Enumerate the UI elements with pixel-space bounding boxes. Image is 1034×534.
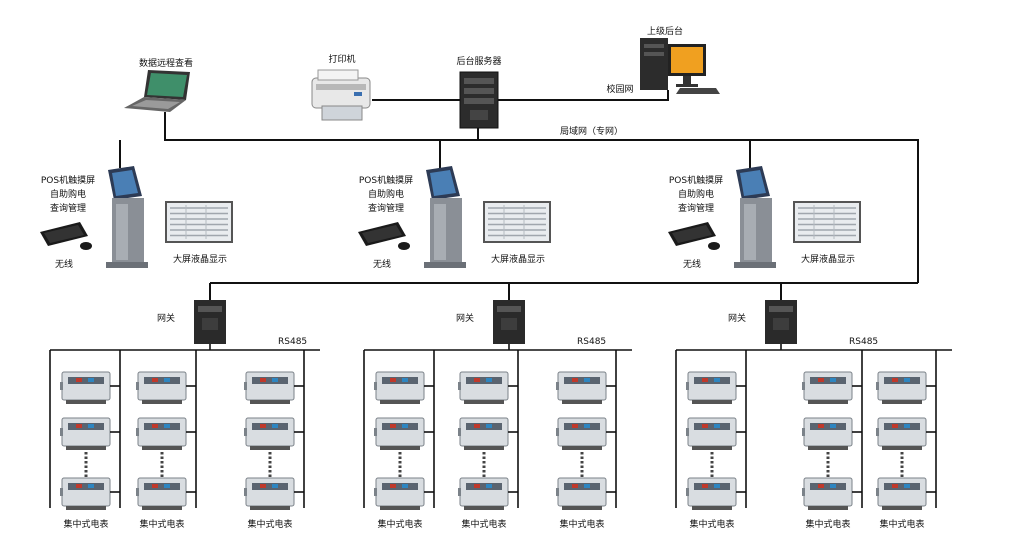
label-wireless: 无线 [55,258,73,270]
label-lcd: 大屏液晶显示 [173,253,227,265]
label-pos-line: 查询管理 [368,202,404,214]
electric-meter-icon [686,477,737,510]
gateway-icon [194,300,226,344]
label-pos-line: 自助购电 [50,188,86,200]
electric-meter-icon [458,477,509,510]
mouse-icon [708,242,720,250]
label-meter: 集中式电表 [559,518,604,530]
electric-meter-icon [686,417,737,450]
pos-kiosk-icon [734,166,776,268]
electric-meter-icon [374,371,425,404]
label-meter: 集中式电表 [879,518,924,530]
label-pos-line: POS机触摸屏 [359,174,413,186]
wireless-keyboard-icon [40,222,88,246]
electric-meter-icon [686,371,737,404]
lcd-display-icon [483,201,551,243]
label-meter: 集中式电表 [805,518,850,530]
gateway-group: 网关 RS485 集中式电表 集中式电表 集中式电表 [675,300,952,530]
mouse-icon [80,242,92,250]
electric-meter-icon [458,371,509,404]
mouse-icon [398,242,410,250]
label-meter: 集中式电表 [377,518,422,530]
electric-meter-icon [244,371,295,404]
electric-meter-icon [802,417,853,450]
gateway-icon [765,300,797,344]
pos-kiosk-icon [424,166,466,268]
gateway-group: 网关 RS485 集中式电表 集中式电表 集中式电表 [49,300,320,530]
electric-meter-icon [136,371,187,404]
lan-backbone [119,90,919,300]
label-pos-line: POS机触摸屏 [669,174,723,186]
electric-meter-icon [876,477,927,510]
electric-meter-icon [802,477,853,510]
wireless-keyboard-icon [668,222,716,246]
electric-meter-icon [136,477,187,510]
server-icon [459,71,499,129]
electric-meter-icon [60,371,111,404]
printer-icon [311,69,371,121]
label-pos-line: 查询管理 [678,202,714,214]
label-meter: 集中式电表 [689,518,734,530]
label-server: 后台服务器 [456,55,501,67]
label-pos-line: 自助购电 [678,188,714,200]
label-lcd: 大屏液晶显示 [801,253,855,265]
label-gateway: 网关 [456,312,474,324]
electric-meter-icon [876,417,927,450]
label-gateway: 网关 [728,312,746,324]
electric-meter-icon [60,417,111,450]
pos-kiosk-icon [106,166,148,268]
lcd-display-icon [793,201,861,243]
label-lan: 局域网（专网） [560,125,623,137]
electric-meter-icon [556,417,607,450]
label-lcd: 大屏液晶显示 [491,253,545,265]
electric-meter-icon [374,477,425,510]
label-rs485: RS485 [278,337,307,347]
label-wireless: 无线 [373,258,391,270]
electric-meter-icon [556,477,607,510]
electric-meter-icon [556,371,607,404]
electric-meter-icon [136,417,187,450]
label-pos-line: 自助购电 [368,188,404,200]
label-wireless: 无线 [683,258,701,270]
label-rs485: RS485 [849,337,878,347]
gateway-icon [493,300,525,344]
label-meter: 集中式电表 [247,518,292,530]
label-superior: 上级后台 [647,25,683,37]
label-meter: 集中式电表 [461,518,506,530]
label-meter: 集中式电表 [63,518,108,530]
gateway-group: 网关 RS485 集中式电表 集中式电表 集中式电表 [363,300,632,530]
electric-meter-icon [244,477,295,510]
label-printer: 打印机 [328,53,355,65]
label-meter: 集中式电表 [139,518,184,530]
label-rs485: RS485 [577,337,606,347]
label-gateway: 网关 [157,312,175,324]
desktop-computer-icon [640,38,720,94]
meter-groups: 网关 RS485 集中式电表 集中式电表 集中式电表 网关 RS485 集中式电表 集中式电表 集… [49,300,952,530]
label-pos-line: 查询管理 [50,202,86,214]
lcd-display-icon [165,201,233,243]
electric-meter-icon [60,477,111,510]
pos-stations: POS机触摸屏自助购电查询管理无线大屏液晶显示POS机触摸屏自助购电查询管理无线… [40,166,861,270]
laptop-icon [124,70,190,112]
electric-meter-icon [802,371,853,404]
electric-meter-icon [244,417,295,450]
electric-meter-icon [374,417,425,450]
label-pos-line: POS机触摸屏 [41,174,95,186]
label-campus-net: 校园网 [606,83,633,95]
electric-meter-icon [458,417,509,450]
wireless-keyboard-icon [358,222,406,246]
label-remote-view: 数据远程查看 [139,57,193,69]
electric-meter-icon [876,371,927,404]
